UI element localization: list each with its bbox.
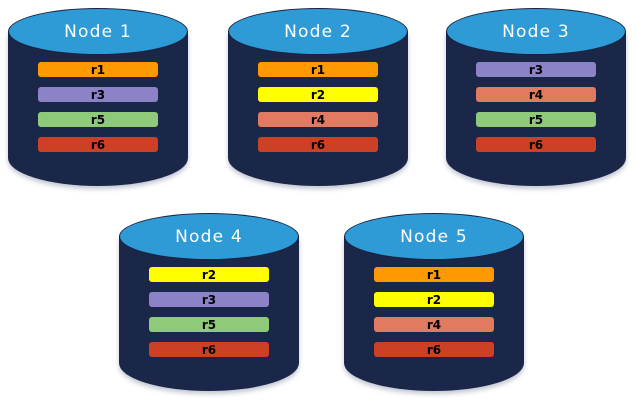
cylinder-body <box>228 31 408 186</box>
replica-bar[interactable]: r5 <box>149 317 269 332</box>
cylinder-top-ellipse <box>344 213 524 260</box>
replica-bar[interactable]: r4 <box>476 87 596 102</box>
replica-list: r1 r3 r5 r6 <box>38 62 158 152</box>
replica-list: r1 r2 r4 r6 <box>374 267 494 357</box>
cylinder-body <box>344 236 524 391</box>
replica-bar[interactable]: r3 <box>149 292 269 307</box>
replica-bar[interactable]: r2 <box>258 87 378 102</box>
node-title: Node 4 <box>175 226 243 247</box>
replica-bar[interactable]: r5 <box>38 112 158 127</box>
database-node-1[interactable]: Node 1 r1 r3 r5 r6 <box>8 8 188 186</box>
node-title: Node 3 <box>502 21 570 42</box>
replica-list: r3 r4 r5 r6 <box>476 62 596 152</box>
cylinder-top-ellipse <box>228 8 408 55</box>
cylinder-top-ellipse <box>446 8 626 55</box>
replica-bar[interactable]: r3 <box>38 87 158 102</box>
replica-bar[interactable]: r5 <box>476 112 596 127</box>
node-title: Node 1 <box>64 21 132 42</box>
cylinder-body <box>8 31 188 186</box>
node-title: Node 5 <box>400 226 468 247</box>
cylinder-top-ellipse <box>119 213 299 260</box>
cylinder-body <box>119 236 299 391</box>
replica-bar[interactable]: r2 <box>374 292 494 307</box>
database-node-3[interactable]: Node 3 r3 r4 r5 r6 <box>446 8 626 186</box>
replica-bar[interactable]: r6 <box>476 137 596 152</box>
replica-bar[interactable]: r3 <box>476 62 596 77</box>
database-node-4[interactable]: Node 4 r2 r3 r5 r6 <box>119 213 299 391</box>
replica-bar[interactable]: r2 <box>149 267 269 282</box>
replica-bar[interactable]: r6 <box>374 342 494 357</box>
replica-bar[interactable]: r6 <box>149 342 269 357</box>
replica-list: r1 r2 r4 r6 <box>258 62 378 152</box>
replica-bar[interactable]: r1 <box>38 62 158 77</box>
replica-bar[interactable]: r1 <box>258 62 378 77</box>
node-title: Node 2 <box>284 21 352 42</box>
database-node-2[interactable]: Node 2 r1 r2 r4 r6 <box>228 8 408 186</box>
replica-bar[interactable]: r6 <box>38 137 158 152</box>
database-node-5[interactable]: Node 5 r1 r2 r4 r6 <box>344 213 524 391</box>
cylinder-body <box>446 31 626 186</box>
replica-list: r2 r3 r5 r6 <box>149 267 269 357</box>
cylinder-top-ellipse <box>8 8 188 55</box>
replica-bar[interactable]: r6 <box>258 137 378 152</box>
replica-bar[interactable]: r4 <box>374 317 494 332</box>
replica-bar[interactable]: r4 <box>258 112 378 127</box>
replica-bar[interactable]: r1 <box>374 267 494 282</box>
